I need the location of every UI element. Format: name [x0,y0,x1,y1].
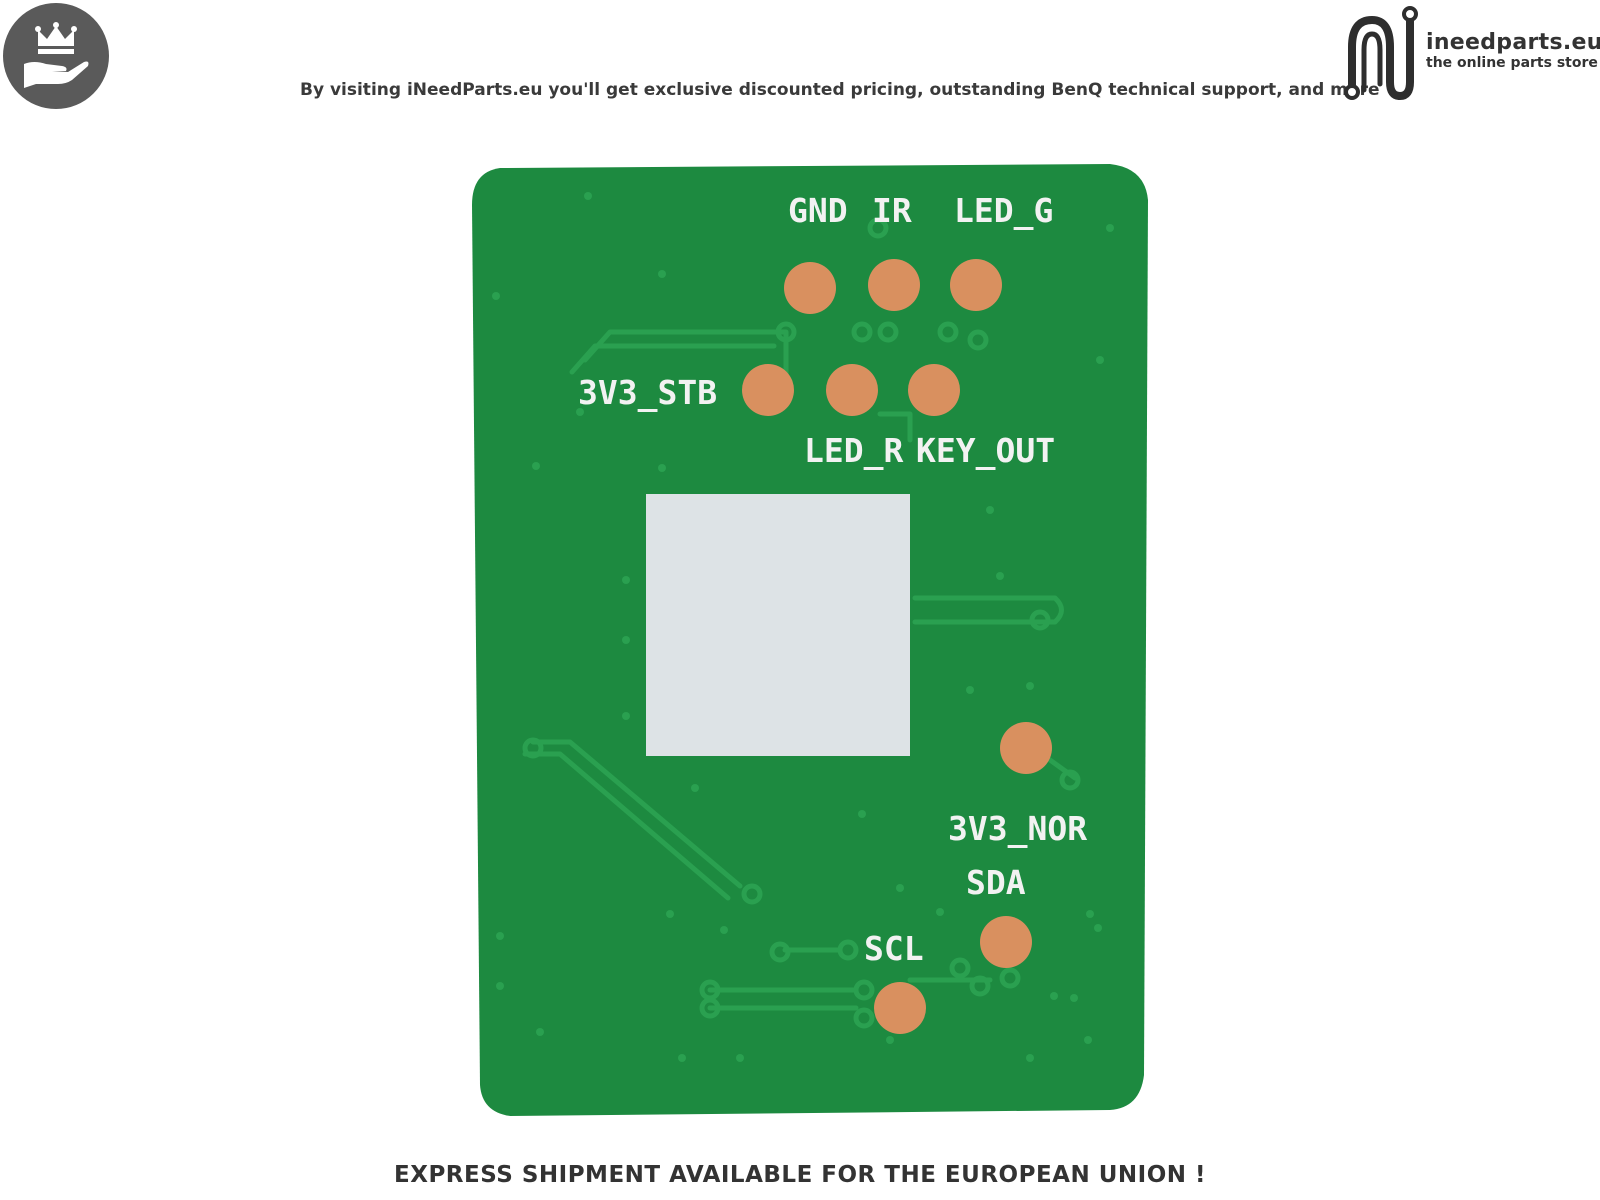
pad-sda [980,916,1032,968]
circuit-n-logo-icon[interactable] [1342,2,1422,104]
pad-gnd [784,262,836,314]
pad-3v3-stb [742,364,794,416]
label-led-g: LED_G [954,191,1053,230]
label-3v3-stb: 3V3_STB [578,373,717,412]
pad-led-g [950,259,1002,311]
pad-led-r [826,364,878,416]
chip-area [646,494,910,756]
pcb-board: GND IR LED_G 3V3_STB LED_R KEY_OUT 3V3_N… [472,164,1148,1116]
label-key-out: KEY_OUT [916,431,1055,470]
footer-shipping-note: EXPRESS SHIPMENT AVAILABLE FOR THE EUROP… [394,1162,1206,1188]
header-tagline: By visiting iNeedParts.eu you'll get exc… [300,80,1380,100]
pad-ir [868,259,920,311]
label-sda: SDA [966,863,1026,902]
label-led-r: LED_R [804,431,903,470]
label-scl: SCL [864,929,924,968]
label-gnd: GND [788,191,848,230]
label-3v3-nor: 3V3_NOR [948,809,1087,848]
logo-name[interactable]: ineedparts.eu [1426,30,1600,55]
pad-scl [874,982,926,1034]
logo-subtitle: the online parts store [1426,55,1598,71]
pad-3v3-nor [1000,722,1052,774]
pad-key-out [908,364,960,416]
crown-hand-icon [3,3,109,109]
label-ir: IR [872,191,912,230]
